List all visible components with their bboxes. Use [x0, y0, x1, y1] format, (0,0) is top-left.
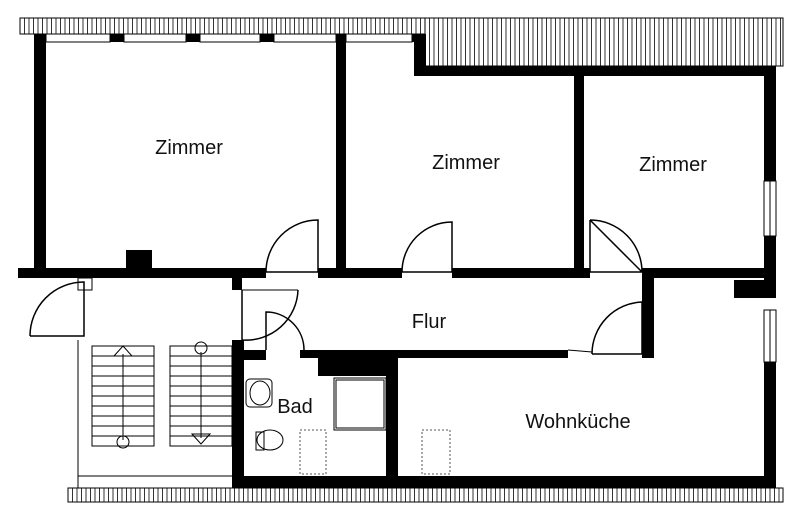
roof-edge-top-left — [19, 17, 426, 35]
room-label-bad: Bad — [277, 396, 313, 418]
staircase — [77, 340, 233, 488]
room-label-zimmer-2: Zimmer — [432, 152, 500, 174]
bathroom-fixtures — [245, 377, 387, 475]
windows-right — [763, 180, 777, 363]
doors — [29, 219, 644, 355]
room-label-zimmer-1: Zimmer — [155, 137, 223, 159]
walls — [18, 34, 776, 488]
room-label-flur: Flur — [412, 311, 447, 333]
roof-edge-bottom — [67, 487, 784, 503]
kitchen-fixture — [421, 429, 451, 475]
room-label-wohnkueche: Wohnküche — [525, 411, 630, 433]
roof-edge-top-right — [424, 17, 784, 67]
room-label-zimmer-3: Zimmer — [639, 154, 707, 176]
windows-top — [45, 33, 413, 43]
